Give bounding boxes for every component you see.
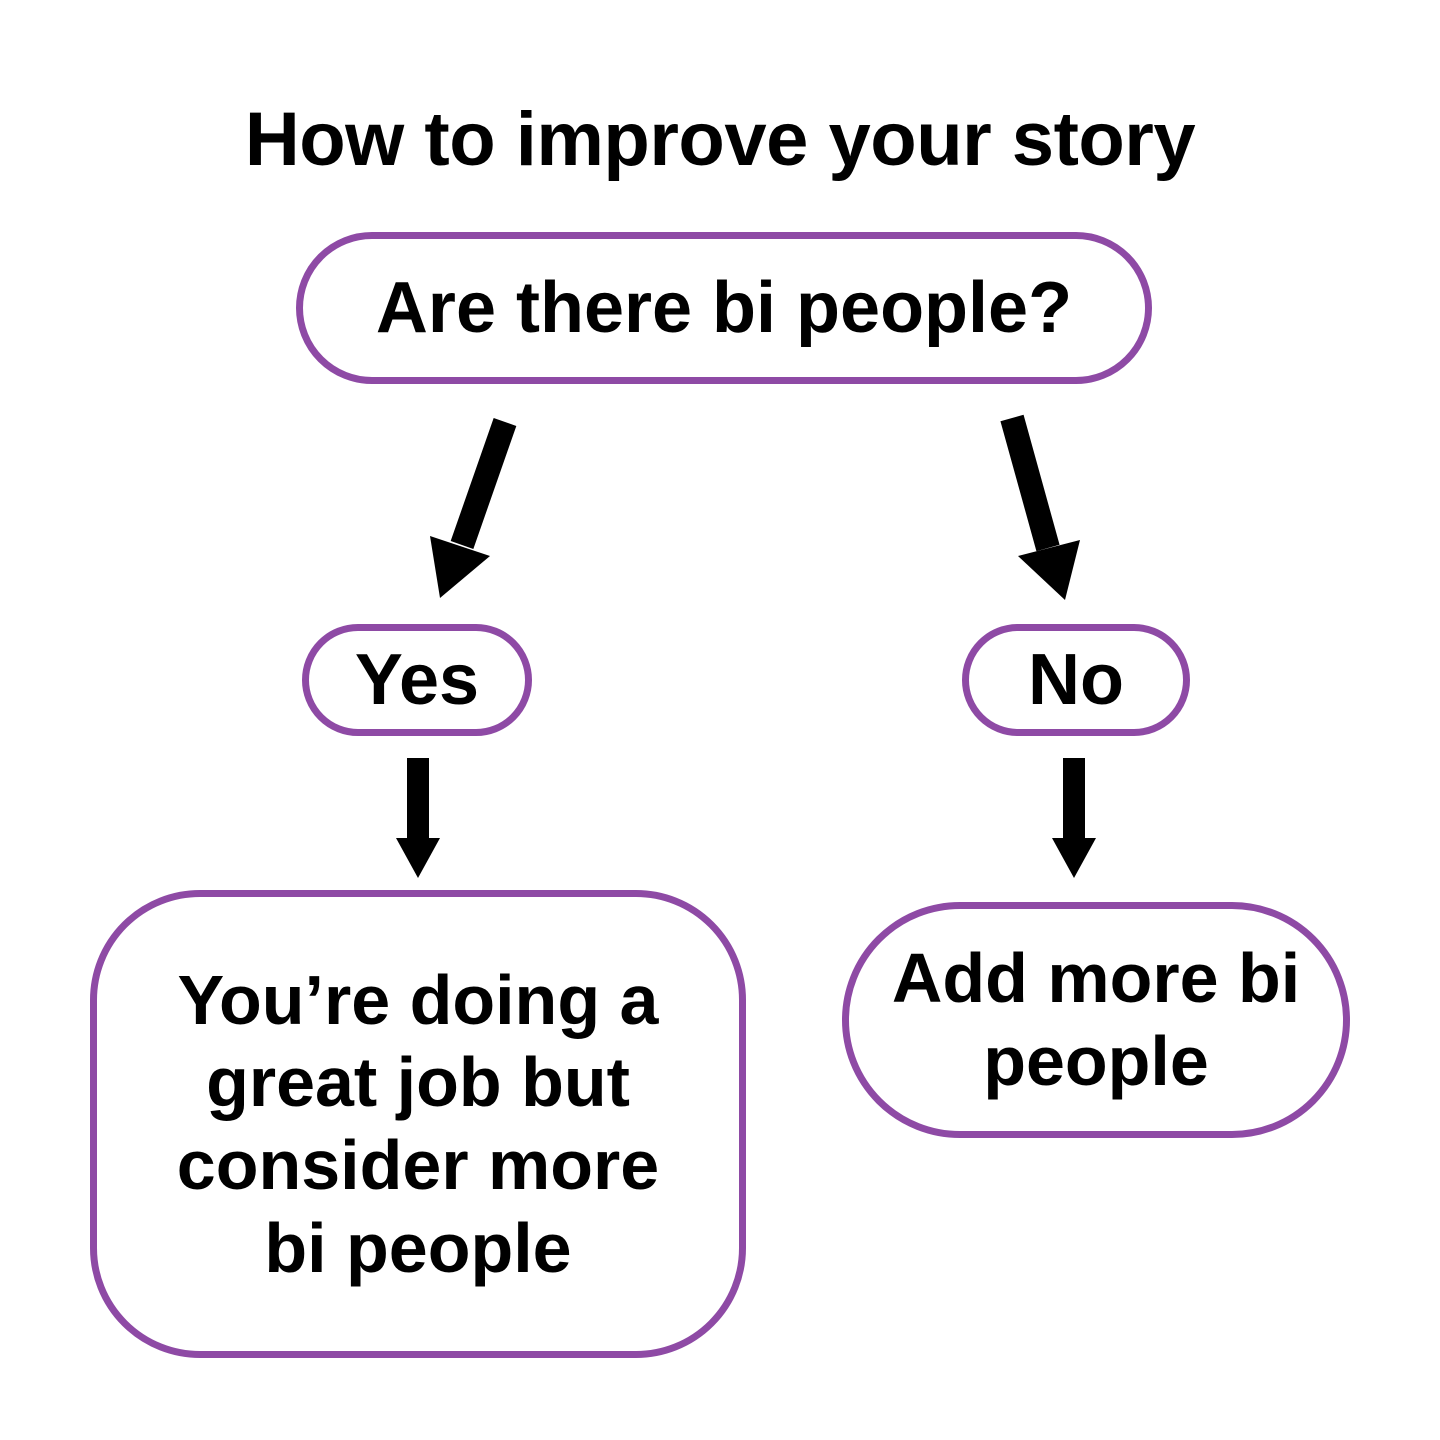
arrow-question-to-yes (430, 418, 517, 598)
no-result-node: Add more bi people (842, 902, 1350, 1138)
diagram-title: How to improve your story (244, 97, 1196, 182)
no-node: No (962, 624, 1190, 736)
yes-node: Yes (302, 624, 532, 736)
yes-result-label: You’re doing a great job but consider mo… (176, 960, 660, 1287)
no-label: No (1028, 639, 1124, 720)
yes-label: Yes (354, 639, 480, 720)
no-result-label: Add more bi people (891, 939, 1301, 1100)
arrow-yes-to-result (396, 758, 440, 878)
yes-result-node: You’re doing a great job but consider mo… (90, 890, 746, 1358)
arrow-question-to-no (1000, 414, 1080, 600)
question-node: Are there bi people? (296, 232, 1152, 384)
question-label: Are there bi people? (375, 267, 1073, 348)
arrow-no-to-result (1052, 758, 1096, 878)
